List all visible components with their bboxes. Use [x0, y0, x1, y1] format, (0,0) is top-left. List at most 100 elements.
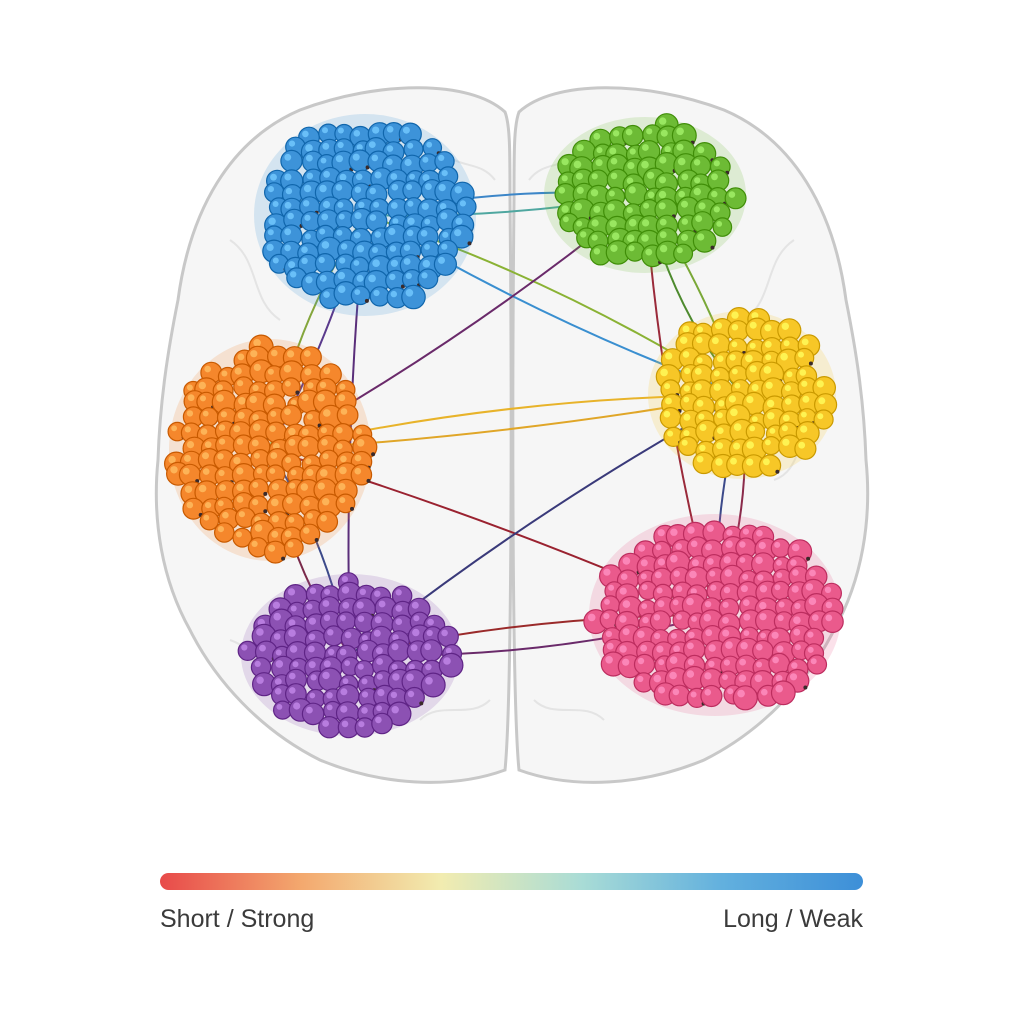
- bubble-highlight: [361, 691, 369, 698]
- bubble-highlight: [326, 692, 333, 699]
- bubble-highlight: [766, 399, 775, 408]
- cluster-bubble: [316, 510, 339, 533]
- bubble-highlight: [706, 558, 714, 565]
- bubble-highlight: [818, 397, 826, 405]
- bubble-highlight: [596, 147, 603, 154]
- bubble-highlight: [637, 630, 645, 638]
- bubble-highlight: [733, 423, 742, 431]
- bubble-highlight: [755, 556, 763, 564]
- bubble-highlight: [252, 499, 259, 506]
- bubble-highlight: [320, 157, 327, 164]
- bubble-highlight: [353, 130, 361, 137]
- bubble-highlight: [371, 154, 379, 162]
- bubble-highlight: [341, 576, 348, 583]
- cluster-bubble: [806, 654, 828, 675]
- bubble-highlight: [680, 336, 688, 344]
- bubble-highlight: [241, 644, 248, 651]
- bubble-highlight: [288, 261, 296, 269]
- bubble-highlight: [200, 395, 206, 402]
- bubble-highlight: [611, 232, 620, 240]
- bubble-highlight: [321, 213, 329, 221]
- bubble-highlight: [731, 324, 739, 331]
- bubble-highlight: [237, 411, 245, 419]
- bubble-highlight: [776, 645, 784, 653]
- bubble-highlight: [356, 439, 365, 447]
- bubble-highlight: [337, 127, 344, 134]
- bubble-highlight: [441, 629, 448, 637]
- bubble-highlight: [186, 501, 194, 509]
- bubble-highlight: [718, 400, 725, 407]
- bubble-highlight: [356, 601, 364, 609]
- bubble-highlight: [441, 243, 448, 250]
- bubble-highlight: [202, 452, 209, 460]
- bubble-highlight: [376, 647, 383, 655]
- bubble-highlight: [438, 154, 445, 161]
- cluster-bubble: [354, 717, 375, 738]
- bubble-highlight: [287, 588, 296, 596]
- bubble-highlight: [667, 430, 674, 437]
- cluster-yellow: [648, 307, 838, 479]
- cluster-bubble: [771, 580, 791, 601]
- bubble-highlight: [389, 273, 396, 281]
- bubble-highlight: [274, 688, 282, 695]
- bubble-highlight: [218, 469, 225, 477]
- bubble-highlight: [236, 496, 244, 503]
- bubble-highlight: [593, 248, 601, 255]
- bubble-highlight: [697, 146, 705, 154]
- bubble-highlight: [198, 381, 206, 390]
- bubble-highlight: [767, 412, 775, 420]
- bubble-highlight: [807, 631, 814, 638]
- bubble-highlight: [558, 187, 566, 194]
- bubble-highlight: [726, 529, 733, 536]
- bubble-highlight: [184, 426, 191, 433]
- bubble-highlight: [357, 663, 364, 670]
- cluster-bubble: [323, 625, 345, 647]
- bubble-highlight: [812, 614, 819, 621]
- bubble-highlight: [441, 170, 448, 177]
- bubble-highlight: [425, 677, 433, 685]
- bubble-highlight: [237, 353, 245, 361]
- bubble-highlight: [306, 172, 314, 180]
- bubble-highlight: [322, 127, 328, 134]
- bubble-highlight: [622, 600, 631, 608]
- bubble-highlight: [825, 614, 833, 622]
- bubble-highlight: [407, 690, 415, 698]
- bubble-highlight: [576, 144, 584, 152]
- bubble-highlight: [389, 245, 397, 252]
- bubble-highlight: [676, 143, 684, 151]
- bubble-highlight: [323, 614, 331, 621]
- bubble-highlight: [593, 132, 601, 140]
- bubble-highlight: [236, 438, 244, 445]
- bubble-highlight: [339, 257, 346, 264]
- bubble-highlight: [301, 428, 309, 436]
- bubble-highlight: [442, 231, 449, 238]
- bubble-highlight: [455, 217, 463, 225]
- bubble-highlight: [659, 156, 667, 164]
- cluster-bubble: [420, 672, 446, 698]
- bubble-highlight: [704, 689, 712, 696]
- legend-gradient-bar: [160, 873, 863, 890]
- bubble-highlight: [642, 144, 649, 151]
- bubble-highlight: [657, 529, 665, 537]
- bubble-highlight: [272, 442, 280, 450]
- bubble-highlight: [798, 351, 804, 358]
- bubble-highlight: [285, 457, 292, 463]
- bubble-highlight: [338, 483, 346, 491]
- bubble-highlight: [696, 455, 704, 463]
- bubble-highlight: [324, 588, 331, 595]
- bubble-highlight: [355, 173, 363, 181]
- bubble-highlight: [646, 128, 653, 135]
- bubble-highlight: [801, 411, 807, 418]
- bubble-highlight: [690, 540, 698, 548]
- bubble-highlight: [713, 370, 720, 377]
- bubble-highlight: [301, 393, 309, 402]
- bubble-highlight: [676, 247, 683, 254]
- bubble-highlight: [340, 408, 348, 415]
- bubble-highlight: [284, 201, 292, 209]
- bubble-highlight: [675, 585, 683, 593]
- bubble-highlight: [424, 643, 432, 651]
- bubble-highlight: [749, 425, 756, 432]
- bubble-highlight: [682, 325, 690, 333]
- cluster-dot: [263, 491, 268, 496]
- bubble-highlight: [605, 630, 613, 638]
